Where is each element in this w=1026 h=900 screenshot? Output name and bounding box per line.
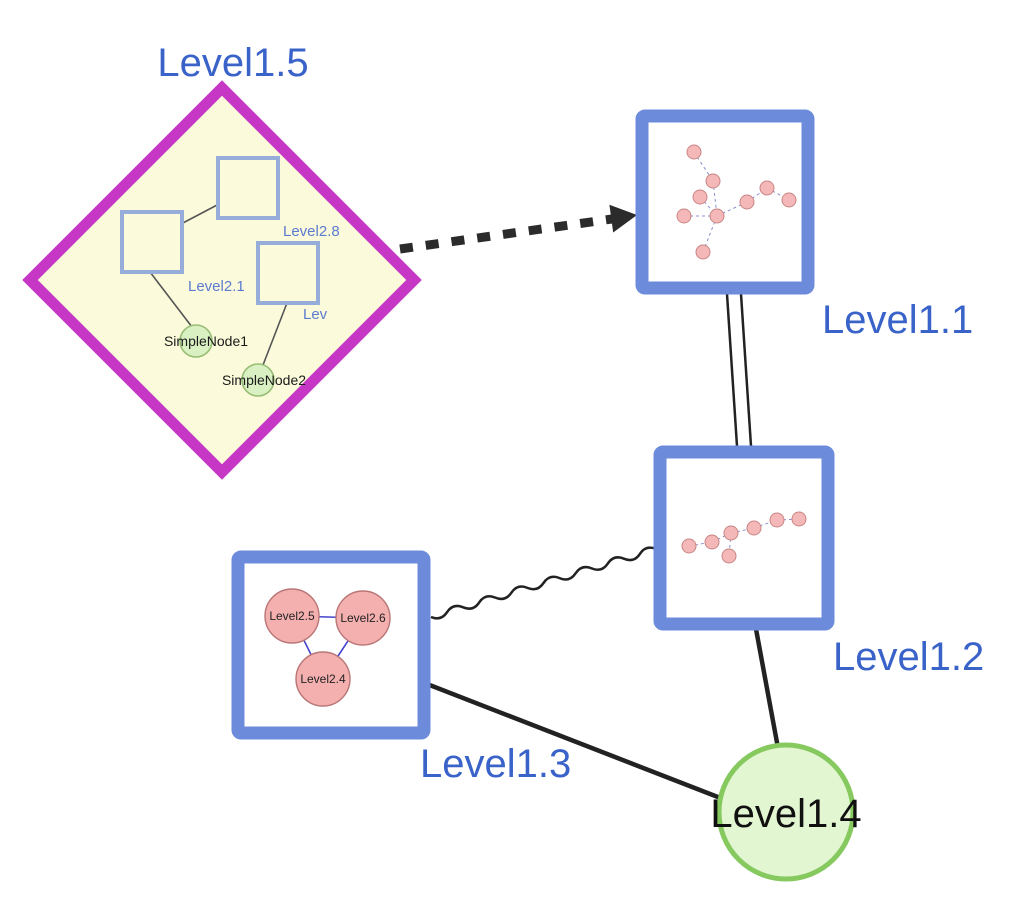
edge-level15-level11	[399, 214, 613, 254]
level12-subgraph	[681, 511, 807, 564]
edge-line	[725, 293, 739, 447]
mini-node[interactable]	[759, 180, 775, 196]
level26-label: Level2.6	[340, 611, 386, 625]
mini-node[interactable]	[791, 511, 807, 527]
level21-label: Level2.1	[188, 278, 245, 295]
level13-subgraph: Level2.5 Level2.6 Level2.4	[264, 588, 391, 707]
inner-edge	[180, 203, 220, 225]
simplenode1-node[interactable]	[179, 324, 213, 358]
level24-circle-node[interactable]	[295, 651, 351, 707]
level14-circle-node[interactable]	[716, 742, 856, 882]
edge-level13-level12-wavy	[430, 546, 657, 620]
level13-group-node[interactable]	[231, 550, 431, 740]
mini-node[interactable]	[723, 525, 739, 541]
mini-node[interactable]	[739, 194, 755, 210]
mini-node[interactable]	[705, 173, 721, 189]
simplenode2-label: SimpleNode2	[222, 372, 306, 388]
mini-node[interactable]	[681, 538, 697, 554]
level11-title-label: Level1.1	[822, 298, 973, 342]
mini-node[interactable]	[746, 520, 762, 536]
level14-title-label: Level1.4	[710, 792, 861, 836]
level13-title-label: Level1.3	[420, 742, 571, 786]
mini-node[interactable]	[709, 208, 725, 224]
level25-label: Level2.5	[269, 609, 315, 623]
inner-edge	[262, 302, 288, 366]
mini-node[interactable]	[781, 192, 797, 208]
simplenode1-label: SimpleNode1	[164, 333, 248, 349]
level12-group-node[interactable]	[653, 445, 835, 631]
level12-title-label: Level1.2	[833, 635, 984, 679]
level2x-square-node[interactable]	[256, 241, 320, 305]
level26-circle-node[interactable]	[335, 590, 391, 646]
edge-level13-level14	[426, 681, 724, 802]
level28-square-node[interactable]	[216, 156, 280, 220]
edge-level11-level12	[725, 293, 753, 447]
level11-subgraph	[676, 144, 797, 260]
level25-circle-node[interactable]	[264, 588, 320, 644]
level15-subgraph-edges	[149, 203, 288, 366]
level24-label: Level2.4	[300, 672, 346, 686]
mini-edge	[699, 196, 718, 217]
simplenode2-node[interactable]	[241, 363, 275, 397]
mini-node[interactable]	[721, 548, 737, 564]
mini-node[interactable]	[692, 189, 708, 205]
level11-group-node[interactable]	[635, 109, 815, 295]
level15-title-label: Level1.5	[157, 41, 308, 85]
edge-line	[739, 293, 753, 447]
edge-level12-level14	[753, 628, 781, 749]
mini-node[interactable]	[704, 534, 720, 550]
mini-node[interactable]	[676, 208, 692, 224]
level21-square-node[interactable]	[120, 210, 184, 274]
level15-diamond-node[interactable]	[22, 80, 422, 480]
inner-edge	[149, 271, 193, 328]
mini-node[interactable]	[686, 144, 702, 160]
mini-node[interactable]	[769, 512, 785, 528]
level28-label: Level2.8	[283, 223, 340, 240]
edge-level15-level11-arrowhead	[609, 204, 637, 233]
mini-node[interactable]	[695, 244, 711, 260]
level2x-label: Lev	[303, 306, 328, 323]
